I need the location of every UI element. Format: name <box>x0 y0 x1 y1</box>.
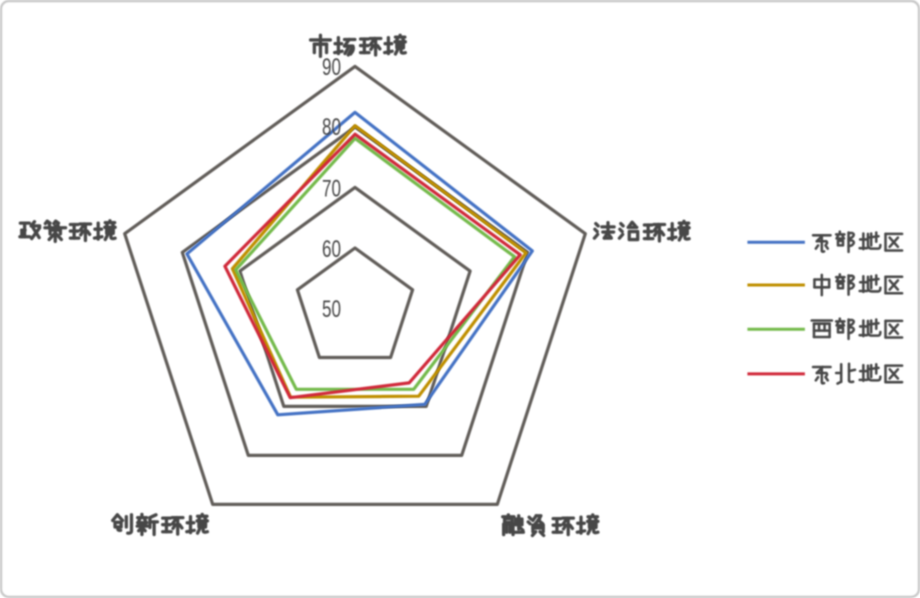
svg-text:90: 90 <box>322 54 341 81</box>
svg-text:80: 80 <box>322 114 341 141</box>
svg-text:70: 70 <box>322 176 341 203</box>
svg-text:60: 60 <box>322 236 341 263</box>
svg-text:50: 50 <box>322 296 341 323</box>
